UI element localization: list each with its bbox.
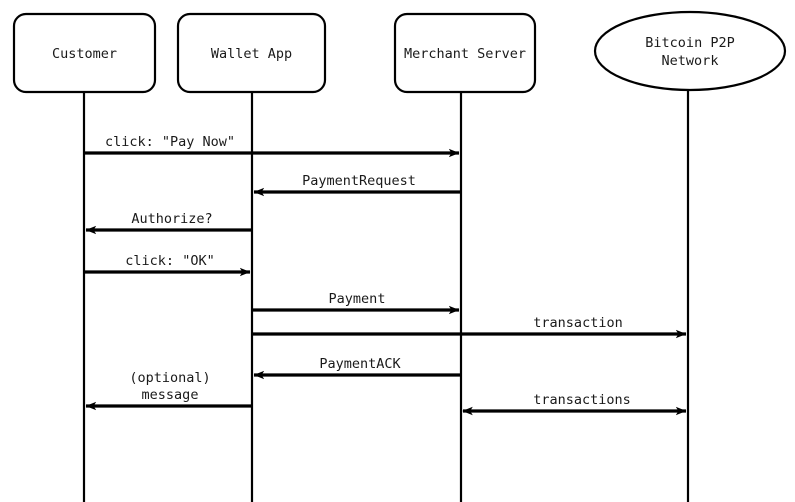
participant-label-customer: Customer (52, 46, 117, 62)
message-m1[interactable]: click: "Pay Now" (84, 134, 460, 158)
message-label-m3: Authorize? (131, 211, 212, 227)
lifelines-group (82, 90, 690, 502)
message-m6[interactable]: transaction (252, 315, 687, 339)
participant-label-network: Bitcoin P2P (645, 35, 734, 51)
participant-label-network-line2: Network (662, 53, 719, 69)
message-m8[interactable]: (optional)message (85, 370, 252, 411)
participant-wallet[interactable]: Wallet App (176, 12, 327, 94)
participant-box-wallet (176, 12, 327, 94)
message-m5[interactable]: Payment (252, 291, 460, 315)
message-label-m7: PaymentACK (319, 356, 401, 372)
message-label-m9: transactions (533, 392, 631, 408)
participant-ellipse-network (593, 10, 787, 92)
message-label-m8-line2: message (142, 387, 199, 403)
participant-label-wallet: Wallet App (211, 46, 292, 62)
participant-label-merchant: Merchant Server (404, 46, 526, 62)
participant-network[interactable]: Bitcoin P2P Network (593, 10, 787, 92)
message-m3[interactable]: Authorize? (85, 211, 252, 235)
message-label-m5: Payment (329, 291, 386, 307)
message-label-m6: transaction (533, 315, 622, 331)
message-m9[interactable]: transactions (462, 392, 687, 416)
message-label-m1: click: "Pay Now" (105, 134, 235, 150)
message-m7[interactable]: PaymentACK (253, 356, 461, 380)
messages-group: click: "Pay Now" PaymentRequestAuthorize?… (84, 134, 687, 416)
message-label-m4: click: "OK" (125, 253, 214, 269)
message-m4[interactable]: click: "OK" (84, 253, 251, 277)
participant-box-merchant (393, 12, 537, 94)
participant-box-customer (12, 12, 157, 94)
message-label-m8: (optional) (129, 370, 210, 386)
participants-group: Customer Wallet App Merchant Server Bitcoin… (12, 10, 787, 94)
message-label-m2: PaymentRequest (302, 173, 416, 189)
participant-merchant[interactable]: Merchant Server (393, 12, 537, 94)
participant-customer[interactable]: Customer (12, 12, 157, 94)
message-m2[interactable]: PaymentRequest (253, 173, 461, 197)
